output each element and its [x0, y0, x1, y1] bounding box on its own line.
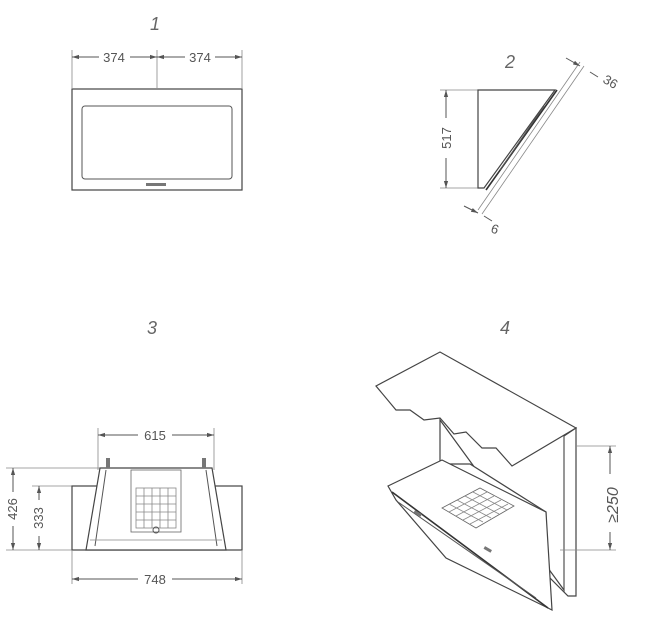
view-number-4: 4 — [500, 318, 510, 338]
hood-side-body — [477, 89, 557, 189]
side-rail — [205, 469, 218, 547]
dim-left-half: 374 — [103, 50, 125, 65]
glass-panel-edge — [485, 89, 558, 191]
view-4-installed: 4 ≥250 — [375, 318, 622, 612]
filter-grid-3d — [448, 491, 509, 525]
hood-front-frame — [71, 88, 243, 191]
view-3-bottom: 3 615 426 333 — [5, 318, 243, 587]
dim-outer-width: 748 — [144, 572, 166, 587]
filter-grid — [135, 487, 177, 529]
dim-height: 517 — [439, 127, 454, 149]
view-number-2: 2 — [504, 52, 515, 72]
grease-filter-3d — [441, 487, 515, 529]
dim-line — [589, 71, 599, 78]
dim-height-total: 426 — [5, 498, 20, 520]
side-rail — [94, 469, 107, 547]
hood-glass-panel — [81, 105, 233, 180]
view-number-1: 1 — [150, 14, 160, 34]
mount-bracket — [106, 458, 110, 468]
cabinet-top — [375, 351, 578, 467]
glass-bevel — [397, 501, 537, 599]
view-2-side: 2 517 36 6 — [439, 52, 621, 237]
dim-clearance: ≥250 — [605, 487, 622, 523]
extension-line-slant — [477, 61, 581, 211]
hood-glass-face — [387, 459, 553, 612]
dim-line — [565, 57, 581, 67]
view-1-front: 1 374 374 — [71, 14, 243, 191]
filter-handle — [152, 526, 160, 534]
dim-line — [463, 205, 479, 214]
glass-panel-inner — [499, 105, 545, 171]
hinge — [483, 546, 492, 553]
hinge — [413, 510, 422, 517]
dim-height-body: 333 — [31, 507, 46, 529]
dim-right-half: 374 — [189, 50, 211, 65]
view-number-3: 3 — [147, 318, 157, 338]
dim-line — [483, 215, 493, 222]
dim-inner-width: 615 — [144, 428, 166, 443]
extension-line-slant — [481, 65, 585, 215]
mount-bracket — [202, 458, 206, 468]
grease-filter — [130, 469, 182, 533]
dim-glass: 6 — [489, 221, 501, 238]
control-panel — [146, 183, 166, 186]
dim-thickness: 36 — [601, 72, 621, 92]
